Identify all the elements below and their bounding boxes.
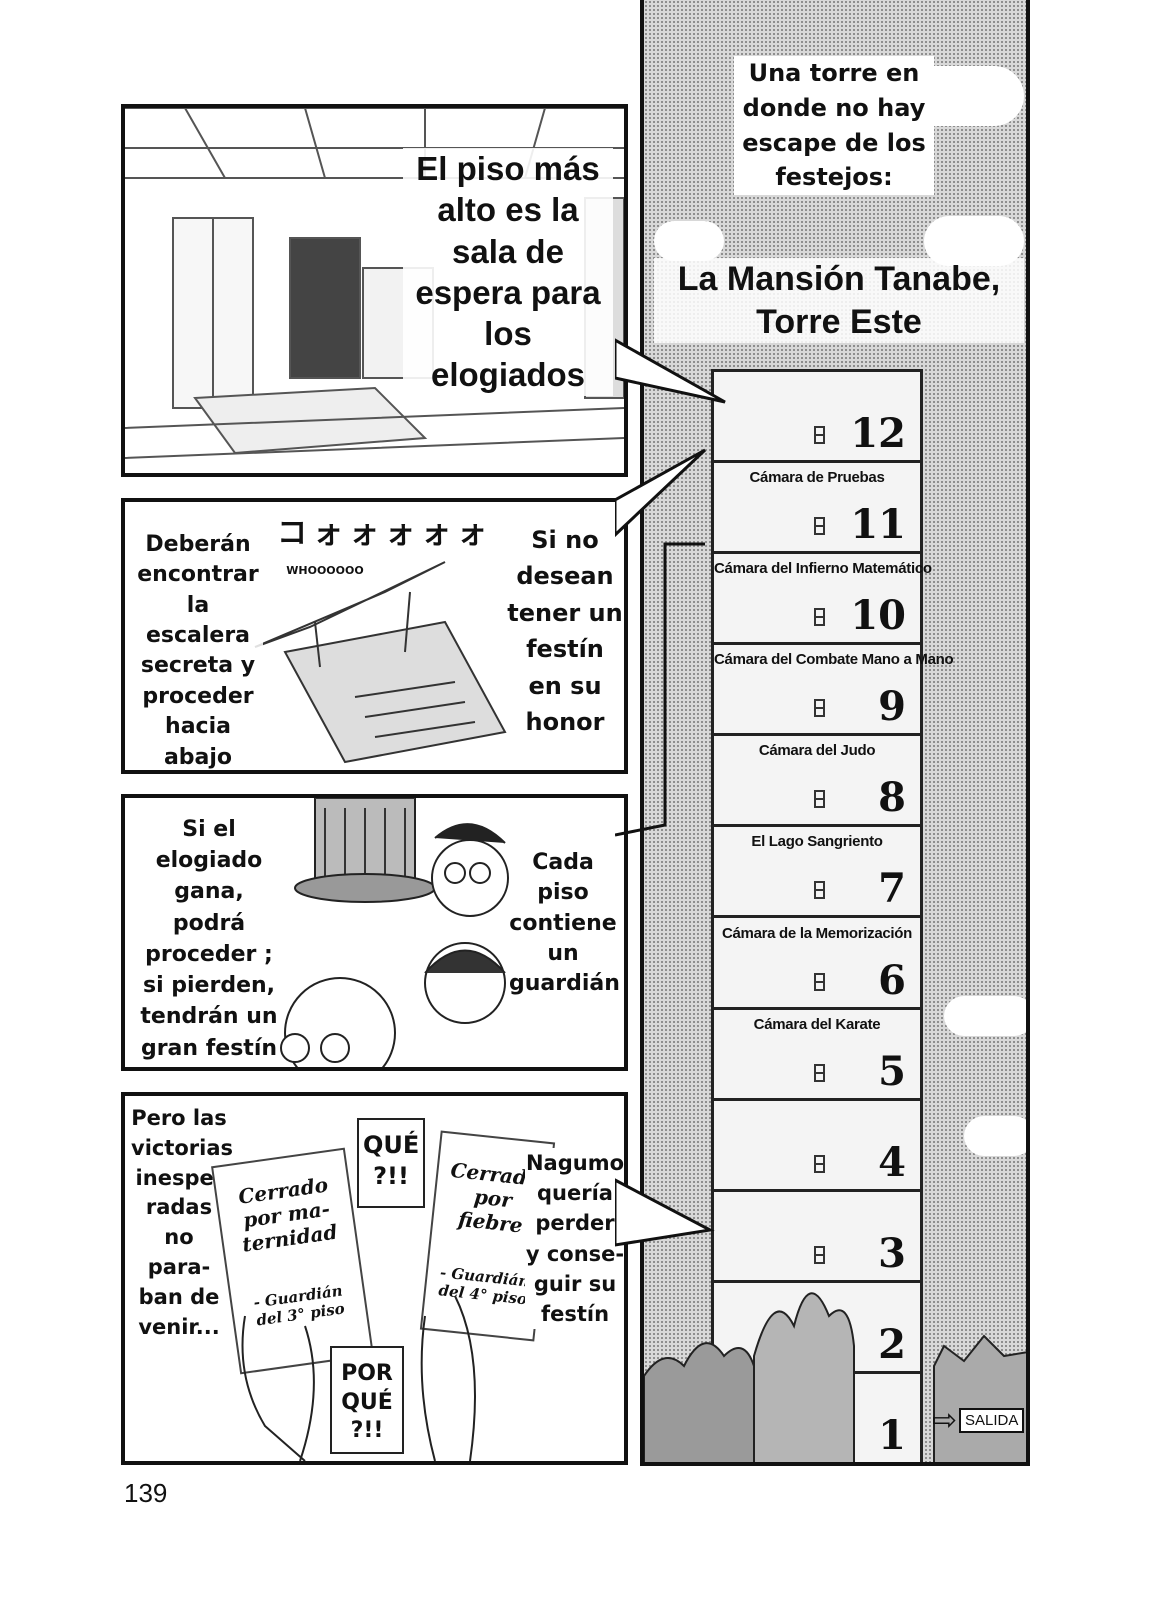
trapdoor-illustration — [254, 561, 507, 764]
tower-panel: Una torre en donde no hay escape de los … — [640, 0, 1030, 1466]
cloud — [944, 996, 1026, 1036]
tower-floor: Cámara del Combate Mano a Mano 9 — [714, 645, 954, 737]
panel-1-pointer — [615, 338, 726, 404]
floor-label: Cámara del Infierno Matemático — [714, 560, 932, 578]
window-icon — [814, 972, 825, 991]
tower-caption-intro: Una torre en donde no hay escape de los … — [734, 56, 934, 196]
floor-number: 6 — [878, 956, 906, 1004]
panel-3-right-text: Cada piso contiene un guardián — [509, 848, 620, 1000]
floor-label: Cámara del Judo — [758, 742, 876, 760]
exit-arrow-icon: ⇨ — [932, 1403, 958, 1438]
characters-illustration — [280, 798, 509, 1067]
trees — [644, 1266, 1026, 1462]
window-icon — [814, 1154, 825, 1173]
floor-number: 4 — [878, 1138, 906, 1186]
panel-2-left-text: Deberán encontrar la escalera secreta y … — [133, 530, 263, 770]
panel-4-pointer — [615, 1178, 715, 1247]
tower-floor: Cámara de Pruebas 11 — [714, 463, 920, 555]
panel-2-right-text: Si no desean tener un festín en su honor — [507, 522, 623, 741]
tower-floor: 4 — [714, 1101, 920, 1192]
panel-2-pointer — [615, 448, 707, 538]
window-icon — [814, 426, 825, 445]
page-number: 139 — [124, 1478, 168, 1508]
panel-3-pointer — [615, 542, 705, 837]
room-illustration — [125, 108, 624, 459]
window-icon — [814, 1245, 825, 1264]
floor-label: El Lago Sangriento — [751, 833, 883, 851]
tower-floor: Cámara de la Memorización 6 — [714, 919, 920, 1010]
floor-label: Cámara de Pruebas — [749, 469, 885, 487]
floor-number: 11 — [850, 501, 906, 549]
panel-1: El piso más alto es la sala de espera pa… — [121, 104, 628, 477]
floor-number: 8 — [878, 774, 906, 822]
tower-floor: Cámara del Karate 5 — [714, 1010, 920, 1101]
tower-floor: Cámara del Infierno Matemático 10 — [714, 554, 932, 646]
panel-3-left-text: Si el elogiado gana, podrá proceder ; si… — [139, 814, 279, 1064]
shout-que: QUÉ ?!! — [357, 1118, 425, 1208]
panel-2: コォォォォォ WHOOOOOO Deberán encontrar la esc… — [121, 498, 628, 774]
sfx-whoooooo: WHOOOOOO — [265, 564, 385, 578]
cloud — [654, 221, 724, 261]
panel-3: Si el elogiado gana, podrá proceder ; si… — [121, 794, 628, 1071]
tower-floor: El Lago Sangriento 7 — [714, 827, 920, 919]
floor-label: Cámara del Combate Mano a Mano — [714, 651, 954, 669]
window-icon — [814, 517, 825, 536]
floor-label: Cámara del Karate — [753, 1015, 881, 1033]
window-icon — [814, 790, 825, 809]
panel-4: Pero las victorias inespe- radas no para… — [121, 1092, 628, 1465]
sign-maternity: Cerrado por ma- ternidad - Guardián del … — [211, 1147, 374, 1375]
exit-sign: SALIDA — [959, 1408, 1025, 1433]
floor-number: 10 — [850, 592, 906, 640]
panel-4-right-text: Nagumo quería perder y conse- guir su fe… — [525, 1148, 624, 1330]
window-icon — [814, 1063, 825, 1082]
shout-por-que: POR QUÉ ?!! — [330, 1346, 404, 1454]
floor-number: 7 — [878, 865, 906, 913]
panel-4-left-text: Pero las victorias inespe- radas no para… — [131, 1106, 234, 1339]
tower-floor: 12 — [714, 372, 920, 464]
panel-1-caption: El piso más alto es la sala de espera pa… — [403, 148, 613, 396]
floor-number: 9 — [878, 683, 906, 731]
tower-title: La Mansión Tanabe, Torre Este — [654, 258, 1024, 343]
cloud — [964, 1116, 1026, 1156]
tower-floor: 3 — [714, 1192, 920, 1283]
floor-number: 12 — [850, 410, 906, 458]
sfx-japanese: コォォォォォ — [277, 516, 493, 551]
window-icon — [814, 608, 825, 627]
floor-number: 5 — [878, 1047, 906, 1095]
window-icon — [814, 699, 825, 718]
floor-number: 1 — [878, 1411, 906, 1459]
cloud — [924, 216, 1024, 266]
floor-label: Cámara de la Memorización — [721, 924, 913, 942]
floor-number: 3 — [878, 1229, 906, 1277]
window-icon — [814, 881, 825, 900]
floor-number: 2 — [878, 1320, 906, 1368]
